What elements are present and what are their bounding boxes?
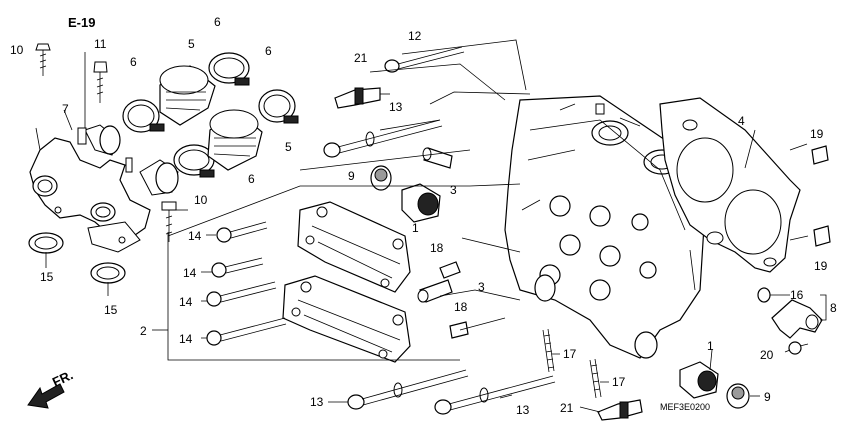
o-ring-16 bbox=[757, 287, 771, 303]
spark-plug-21-bottom bbox=[597, 399, 643, 421]
callout-17-a: 17 bbox=[563, 347, 577, 361]
hose-clamp-6-b bbox=[122, 99, 165, 133]
collar-9-bottom bbox=[726, 383, 750, 409]
callout-17-b: 17 bbox=[612, 375, 626, 389]
bolt-13-left bbox=[347, 369, 469, 410]
callout-8: 8 bbox=[830, 301, 837, 315]
callout-6-b: 6 bbox=[130, 55, 137, 69]
callout-13-c: 13 bbox=[516, 403, 530, 417]
intake-manifold bbox=[29, 124, 179, 253]
dowel-pin-3-top bbox=[422, 147, 453, 169]
callout-19-b: 19 bbox=[814, 259, 828, 273]
dowel-pin-18-bottom bbox=[449, 321, 469, 339]
callout-20: 20 bbox=[760, 348, 774, 362]
dowel-pin-3-bottom bbox=[417, 279, 453, 303]
bolt-13-right bbox=[434, 375, 556, 415]
callout-14-c: 14 bbox=[179, 295, 193, 309]
cylinder-head-gasket bbox=[659, 97, 801, 273]
bolt-12 bbox=[384, 46, 465, 73]
callout-14-b: 14 bbox=[183, 266, 197, 280]
callout-16: 16 bbox=[790, 288, 804, 302]
bolt-14-d bbox=[206, 317, 287, 346]
stud-17-left bbox=[542, 328, 555, 373]
callout-1-a: 1 bbox=[412, 221, 419, 235]
front-direction-label: FR. bbox=[50, 367, 75, 389]
callout-19-a: 19 bbox=[810, 127, 824, 141]
section-ref-label: E-19 bbox=[68, 15, 95, 30]
callout-2: 2 bbox=[140, 324, 147, 338]
collar-9-top bbox=[370, 165, 392, 191]
callout-6-a: 6 bbox=[214, 15, 221, 29]
callout-9-b: 9 bbox=[764, 390, 771, 404]
rubber-mount-1-bottom bbox=[679, 361, 719, 399]
callout-14-d: 14 bbox=[179, 332, 193, 346]
intake-insulator-5-top bbox=[159, 65, 216, 126]
dowel-19-bottom bbox=[813, 225, 831, 247]
rubber-mount-1-top bbox=[401, 183, 441, 223]
callout-3-a: 3 bbox=[450, 183, 457, 197]
callout-21-b: 21 bbox=[560, 401, 574, 415]
o-ring-gasket-left bbox=[28, 232, 64, 254]
callout-15-a: 15 bbox=[40, 270, 54, 284]
leader-lines bbox=[35, 39, 827, 413]
bolt-14-a bbox=[216, 221, 268, 243]
bolt-20 bbox=[788, 341, 809, 355]
bolt-13-top bbox=[323, 119, 443, 158]
callout-5-b: 5 bbox=[285, 140, 292, 154]
callout-6-c: 6 bbox=[265, 44, 272, 58]
callout-6-d: 6 bbox=[248, 172, 255, 186]
callout-7: 7 bbox=[62, 102, 69, 116]
callout-18-b: 18 bbox=[454, 300, 468, 314]
camshaft-holder-upper bbox=[297, 201, 411, 293]
hose-clamp-6-a bbox=[208, 52, 250, 86]
callout-21-a: 21 bbox=[354, 51, 368, 65]
front-direction-arrow: FR. bbox=[27, 367, 75, 409]
bolt-11 bbox=[93, 61, 108, 103]
callout-4: 4 bbox=[738, 114, 745, 128]
diagram-code: MEF3E0200 bbox=[660, 402, 710, 412]
callout-5-a: 5 bbox=[188, 37, 195, 51]
o-ring-gasket-right bbox=[90, 262, 126, 284]
dowel-19-top bbox=[811, 145, 829, 165]
callout-13-a: 13 bbox=[389, 100, 403, 114]
callout-3-b: 3 bbox=[478, 280, 485, 294]
spark-plug-21-top bbox=[334, 87, 390, 109]
callout-18-a: 18 bbox=[430, 241, 444, 255]
bolt-14-b bbox=[211, 257, 264, 278]
water-joint bbox=[771, 299, 823, 339]
callout-9-a: 9 bbox=[348, 169, 355, 183]
callout-10-b: 10 bbox=[194, 193, 208, 207]
bolt-10-top bbox=[35, 43, 51, 76]
hose-clamp-6-c bbox=[258, 89, 299, 124]
callout-15-b: 15 bbox=[104, 303, 118, 317]
callout-labels: 10 11 6 5 6 6 7 5 6 10 15 15 12 21 13 9 … bbox=[10, 15, 837, 417]
callout-11: 11 bbox=[94, 37, 107, 51]
bolt-14-c bbox=[206, 281, 277, 307]
callout-13-b: 13 bbox=[310, 395, 324, 409]
stud-17-right bbox=[589, 358, 602, 399]
dowel-pin-18-top bbox=[439, 261, 461, 279]
callout-10-a: 10 bbox=[10, 43, 24, 57]
callout-14-a: 14 bbox=[188, 229, 202, 243]
intake-insulator-5-bottom bbox=[207, 109, 263, 171]
callout-12: 12 bbox=[408, 29, 422, 43]
callout-1-b: 1 bbox=[707, 339, 714, 353]
camshaft-holder-lower bbox=[282, 275, 411, 363]
